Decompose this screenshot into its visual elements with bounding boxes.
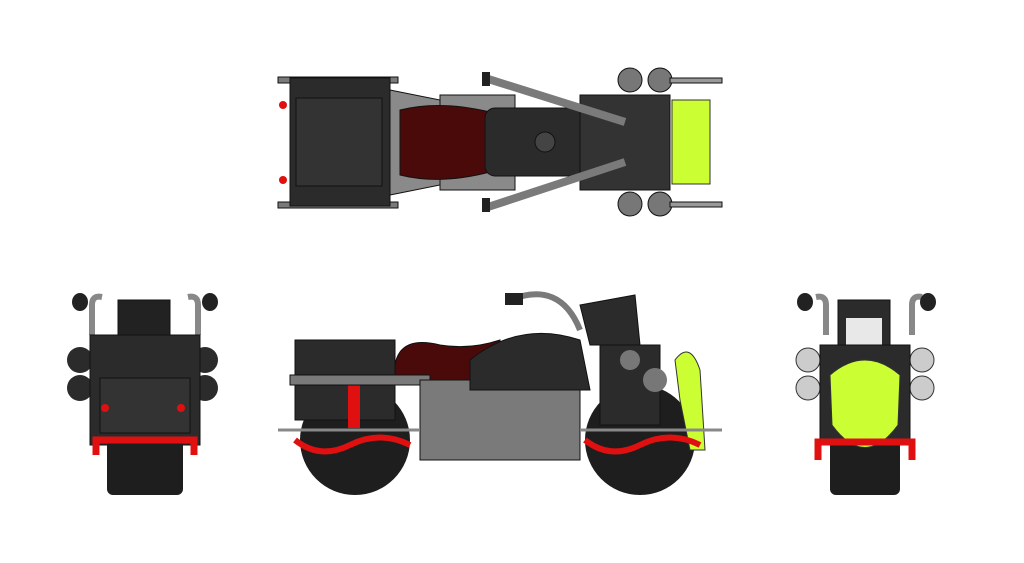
front-eagle-emblem bbox=[829, 359, 901, 448]
side-engine bbox=[419, 379, 581, 461]
front-view bbox=[795, 293, 936, 495]
side-eagle-emblem bbox=[674, 351, 706, 451]
top-eagle-emblem bbox=[671, 99, 711, 185]
rear-view bbox=[67, 293, 218, 495]
top-view bbox=[277, 67, 723, 217]
side-view bbox=[278, 291, 722, 495]
rear-tire bbox=[107, 440, 183, 495]
front-tire bbox=[830, 440, 900, 495]
top-seat bbox=[399, 105, 491, 180]
